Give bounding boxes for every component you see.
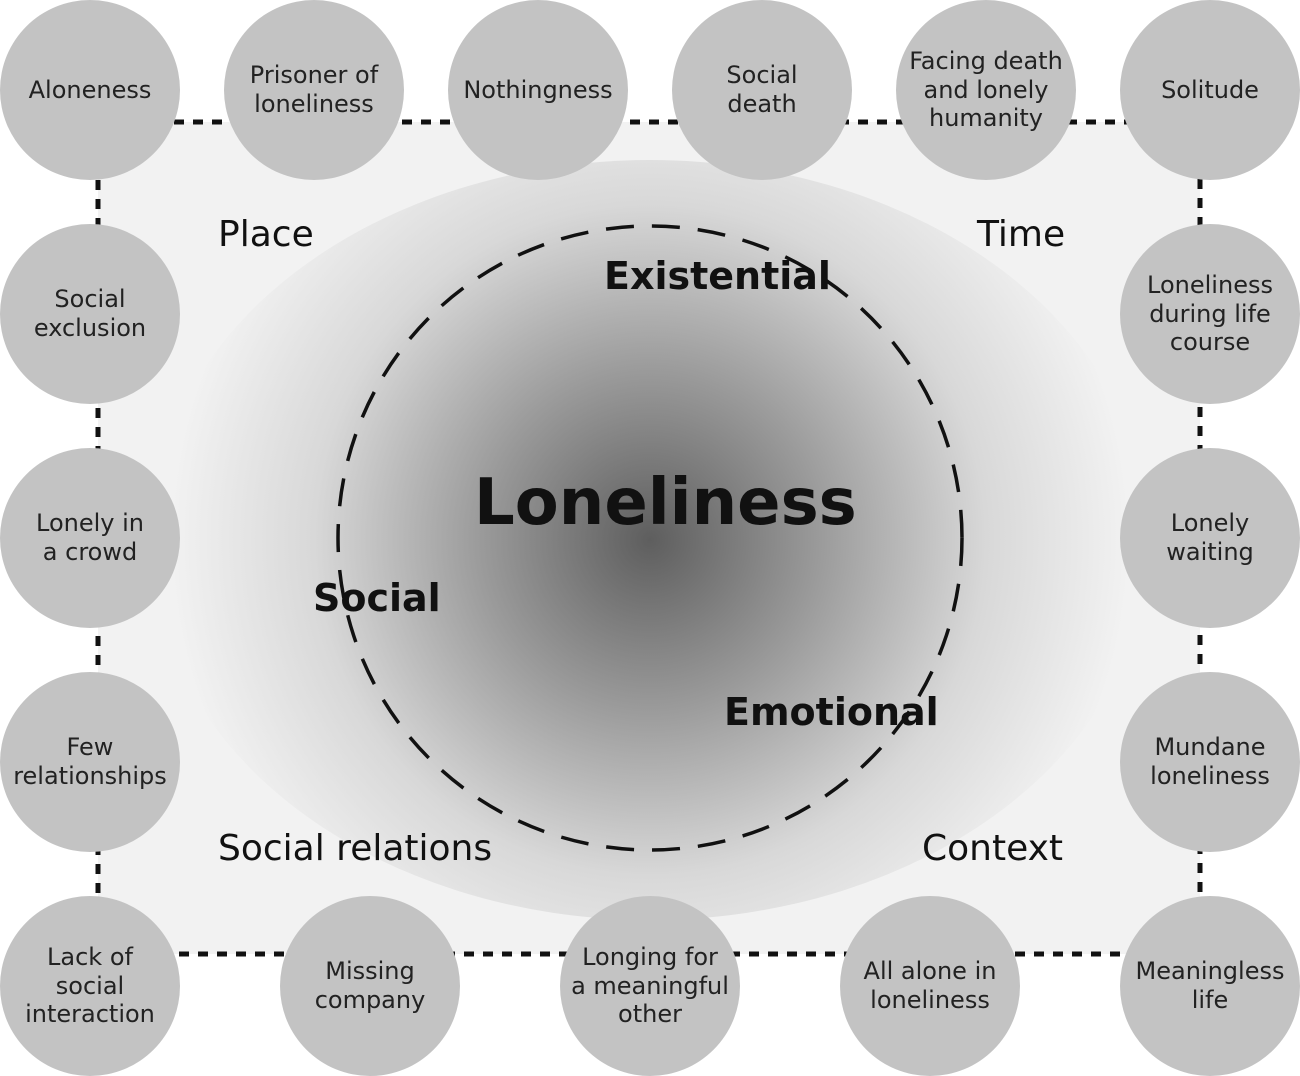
node-longing-for-meaningful-other: Longing for a meaningful other <box>560 896 740 1076</box>
node-social-exclusion: Social exclusion <box>0 224 180 404</box>
node-all-alone-in-loneliness: All alone in loneliness <box>840 896 1020 1076</box>
dashed-circle <box>336 224 964 852</box>
label-social-relations: Social relations <box>218 828 493 869</box>
node-few-relationships: Few relationships <box>0 672 180 852</box>
node-aloneness: Aloneness <box>0 0 180 180</box>
node-social-death: Social death <box>672 0 852 180</box>
node-mundane-loneliness: Mundane loneliness <box>1120 672 1300 852</box>
node-meaningless-life: Meaningless life <box>1120 896 1300 1076</box>
node-lonely-in-a-crowd: Lonely in a crowd <box>0 448 180 628</box>
label-context: Context <box>922 828 1064 869</box>
node-missing-company: Missing company <box>280 896 460 1076</box>
node-solitude: Solitude <box>1120 0 1300 180</box>
node-lonely-waiting: Lonely waiting <box>1120 448 1300 628</box>
label-existential: Existential <box>604 254 831 298</box>
label-social: Social <box>313 576 441 620</box>
dotted-frame <box>95 119 1203 957</box>
node-loneliness-during-life-course: Loneliness during life course <box>1120 224 1300 404</box>
center-title: Loneliness <box>474 466 857 540</box>
node-prisoner-of-loneliness: Prisoner of loneliness <box>224 0 404 180</box>
node-facing-death: Facing death and lonely humanity <box>896 0 1076 180</box>
node-lack-of-social-interaction: Lack of social interaction <box>0 896 180 1076</box>
node-nothingness: Nothingness <box>448 0 628 180</box>
label-emotional: Emotional <box>724 690 939 734</box>
label-place: Place <box>218 214 314 255</box>
label-time: Time <box>977 214 1066 255</box>
